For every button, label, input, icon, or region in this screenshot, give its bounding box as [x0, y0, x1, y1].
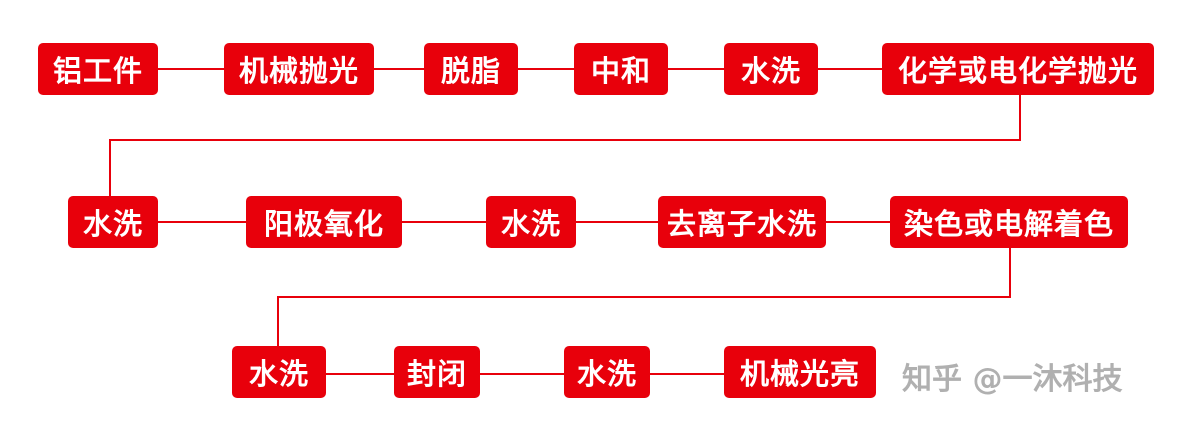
step-water-rinse: 水洗: [232, 346, 326, 398]
step-neutralization: 中和: [574, 43, 668, 95]
step-mechanical-polishing: 机械抛光: [224, 43, 374, 95]
step-anodizing: 阳极氧化: [246, 196, 402, 248]
step-mechanical-brightening: 机械光亮: [724, 346, 876, 398]
watermark: 知乎 @一沐科技: [902, 362, 1123, 397]
step-deionized-water-rinse: 去离子水洗: [658, 196, 826, 248]
connector-row-wrap: [109, 95, 1021, 196]
step-dyeing-or-electrolytic-coloring: 染色或电解着色: [890, 196, 1128, 248]
step-water-rinse: 水洗: [724, 43, 818, 95]
step-chemical-electrochemical-polishing: 化学或电化学抛光: [882, 43, 1154, 95]
step-aluminum-workpiece: 铝工件: [38, 43, 158, 95]
connector-row-wrap: [277, 248, 1011, 346]
step-water-rinse: 水洗: [68, 196, 158, 248]
step-sealing: 封闭: [394, 346, 480, 398]
step-water-rinse: 水洗: [564, 346, 650, 398]
step-water-rinse: 水洗: [486, 196, 576, 248]
step-degreasing: 脱脂: [424, 43, 518, 95]
